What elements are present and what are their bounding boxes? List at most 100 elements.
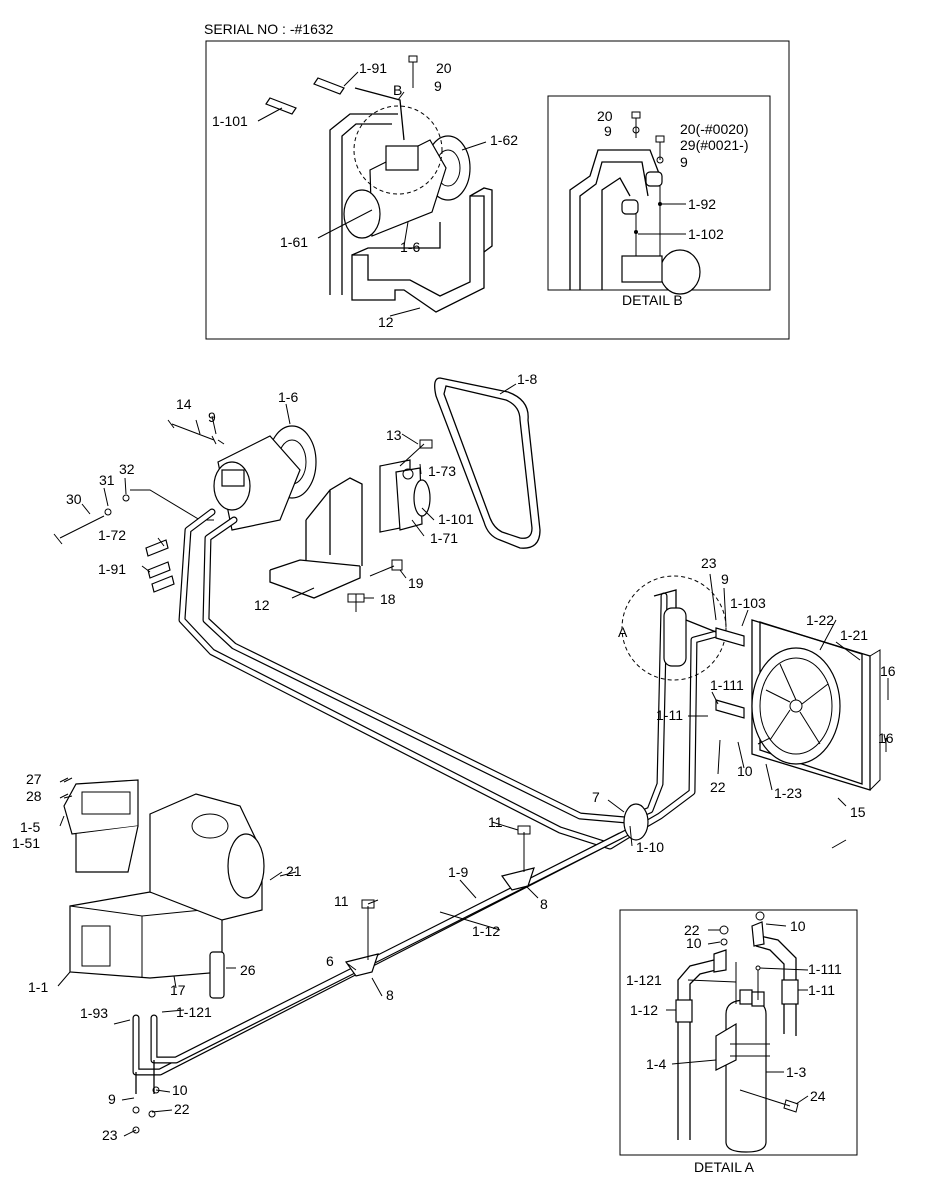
main-compressor-head — [221, 469, 245, 487]
clamp-8-lower — [344, 953, 379, 977]
idler-pulley — [413, 479, 431, 517]
label-1-22: 1-22 — [806, 612, 834, 628]
label-24: 24 — [810, 1088, 826, 1104]
detail-a-receiver — [725, 999, 767, 1153]
fittings-left — [145, 539, 175, 593]
label-1-11: 1-11 — [656, 707, 683, 723]
label-1-91: 1-91 — [359, 60, 387, 76]
label-1-61: 1-61 — [280, 234, 308, 250]
detail-a-pipe-1-12 — [677, 959, 715, 1140]
label-12: 12 — [378, 314, 394, 330]
label-1-3: 1-3 — [786, 1064, 806, 1080]
label-1-8: 1-8 — [517, 371, 537, 387]
label-1-93: 1-93 — [80, 1005, 108, 1021]
detail-a-sleeve-2 — [781, 979, 799, 1005]
label-29-0021: 29(#0021-) — [680, 137, 749, 153]
condenser-fittings — [715, 627, 745, 719]
detail-b-circle — [353, 105, 443, 195]
label-1-101: 1-72 — [98, 527, 126, 543]
main-bracket — [269, 477, 363, 599]
detail-b-pulley — [659, 249, 701, 295]
label-1-5: 1-5 — [20, 819, 40, 835]
detail-a-bracket — [715, 1022, 737, 1071]
label-32: 32 — [119, 461, 135, 477]
detail-b: 20 9 20(-#0020) 29(#0021-) 9 1-92 1-102 … — [547, 95, 771, 308]
detail-b-caption: DETAIL B — [622, 292, 683, 308]
label-14: 14 — [176, 396, 192, 412]
label-1-9: 1-9 — [448, 864, 468, 880]
clamp-8-upper — [500, 867, 535, 891]
pipe-1-11 — [202, 516, 668, 824]
serial-box: SERIAL NO : -#1632 1-91 20 9 B 1-101 1-6… — [204, 21, 790, 340]
detail-b-hose-1 — [569, 149, 661, 290]
detail-a: 22 10 10 10 1-121 1-111 1-12 1-11 1-4 1-… — [619, 909, 858, 1175]
detail-a-caption: DETAIL A — [694, 1159, 755, 1175]
label-15: 15 — [850, 804, 866, 820]
label-1-71: 1-71 — [430, 530, 458, 546]
bolt-30 — [53, 515, 105, 545]
label-1-73: 1-73 — [428, 463, 456, 479]
label-1-6: 1-6 — [400, 239, 420, 255]
fitting-1-91 — [313, 77, 345, 95]
detail-a-fitting-left — [713, 949, 727, 973]
label-13: 13 — [386, 427, 402, 443]
label-20: 20 — [436, 60, 452, 76]
detail-b-frame — [547, 95, 771, 291]
label-19: 19 — [408, 575, 424, 591]
fitting-1-101 — [265, 97, 297, 115]
label-1-101: 1-101 — [212, 113, 248, 129]
label-10: 10 — [686, 935, 702, 951]
label-20: 20 — [597, 108, 613, 124]
label-9: 9 — [721, 571, 729, 587]
label-1-23: 1-23 — [774, 785, 802, 801]
label-6: 6 — [326, 953, 334, 969]
receiver-drier — [663, 607, 687, 667]
label-28: 28 — [26, 788, 42, 804]
label-9: 9 — [680, 154, 688, 170]
label-1-62: 1-62 — [490, 132, 518, 148]
label-10: 10 — [172, 1082, 188, 1098]
bracket-base — [351, 195, 485, 313]
label-1-72: 1-101 — [438, 511, 474, 527]
label-1-111: 1-111 — [710, 677, 744, 693]
detail-b-head — [621, 255, 663, 283]
label-9: 9 — [208, 409, 216, 425]
drain-26 — [209, 951, 225, 999]
label-9: 9 — [604, 123, 612, 139]
label-1-12: 1-12 — [472, 923, 500, 939]
label-1-91: 1-91 — [98, 561, 126, 577]
main-assembly: 1-8 14 9 1-6 13 1-73 32 31 30 1-101 1-72… — [12, 371, 896, 1143]
label-12: 12 — [254, 597, 270, 613]
label-9: 9 — [434, 78, 442, 94]
bolt-14 — [167, 419, 225, 445]
condenser-fan — [751, 647, 841, 765]
label-11: 11 — [334, 893, 349, 909]
label-9: 9 — [108, 1091, 116, 1107]
label-1-11: 1-11 — [808, 982, 835, 998]
compressor-end — [343, 189, 381, 239]
label-1-12: 1-12 — [630, 1002, 658, 1018]
label-26: 26 — [240, 962, 256, 978]
label-1-10: 1-10 — [636, 839, 664, 855]
label-21: 21 — [286, 863, 302, 879]
bracket-upright — [351, 187, 493, 256]
detail-b-hose-2 — [601, 177, 631, 290]
label-16: 16 — [878, 730, 894, 746]
label-1-21: 1-21 — [840, 627, 868, 643]
label-1-1: 1-1 — [28, 979, 48, 995]
label-16: 16 — [880, 663, 896, 679]
label-1-6: 1-6 — [278, 389, 298, 405]
detail-a-frame — [619, 909, 858, 1156]
bolt-18 — [347, 593, 365, 612]
hose-b — [354, 87, 405, 141]
label-1-103: 1-103 — [730, 595, 766, 611]
label-8: 8 — [540, 896, 548, 912]
label-23: 23 — [701, 555, 717, 571]
label-22: 22 — [174, 1101, 190, 1117]
hose-a — [329, 113, 398, 295]
detail-a-bolt-24 — [739, 1089, 799, 1113]
bolt-19 — [369, 559, 403, 577]
serial-box-frame — [205, 40, 790, 340]
compressor-head — [385, 145, 419, 171]
